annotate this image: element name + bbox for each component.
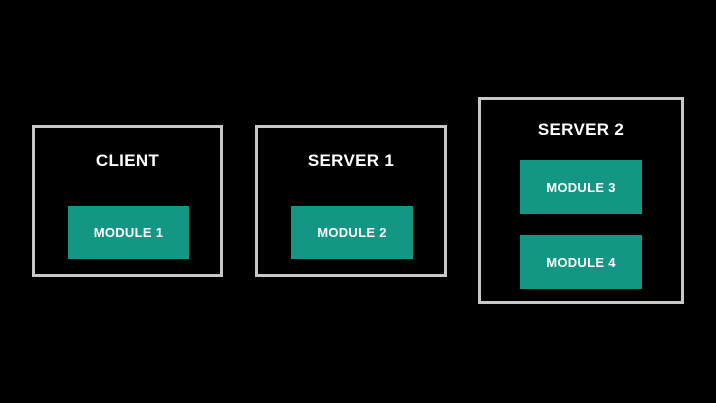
module-2-block: MODULE 2 — [291, 206, 413, 259]
module-1-block: MODULE 1 — [68, 206, 189, 259]
client-box: CLIENT MODULE 1 — [32, 125, 223, 277]
module-3-block: MODULE 3 — [520, 160, 642, 214]
client-title: CLIENT — [95, 151, 160, 170]
server-1-box: SERVER 1 MODULE 2 — [255, 125, 447, 277]
server-2-box: SERVER 2 MODULE 3 MODULE 4 — [478, 97, 684, 304]
module-4-block: MODULE 4 — [520, 235, 642, 289]
server-2-title: SERVER 2 — [537, 120, 625, 139]
server-1-title: SERVER 1 — [307, 151, 395, 170]
